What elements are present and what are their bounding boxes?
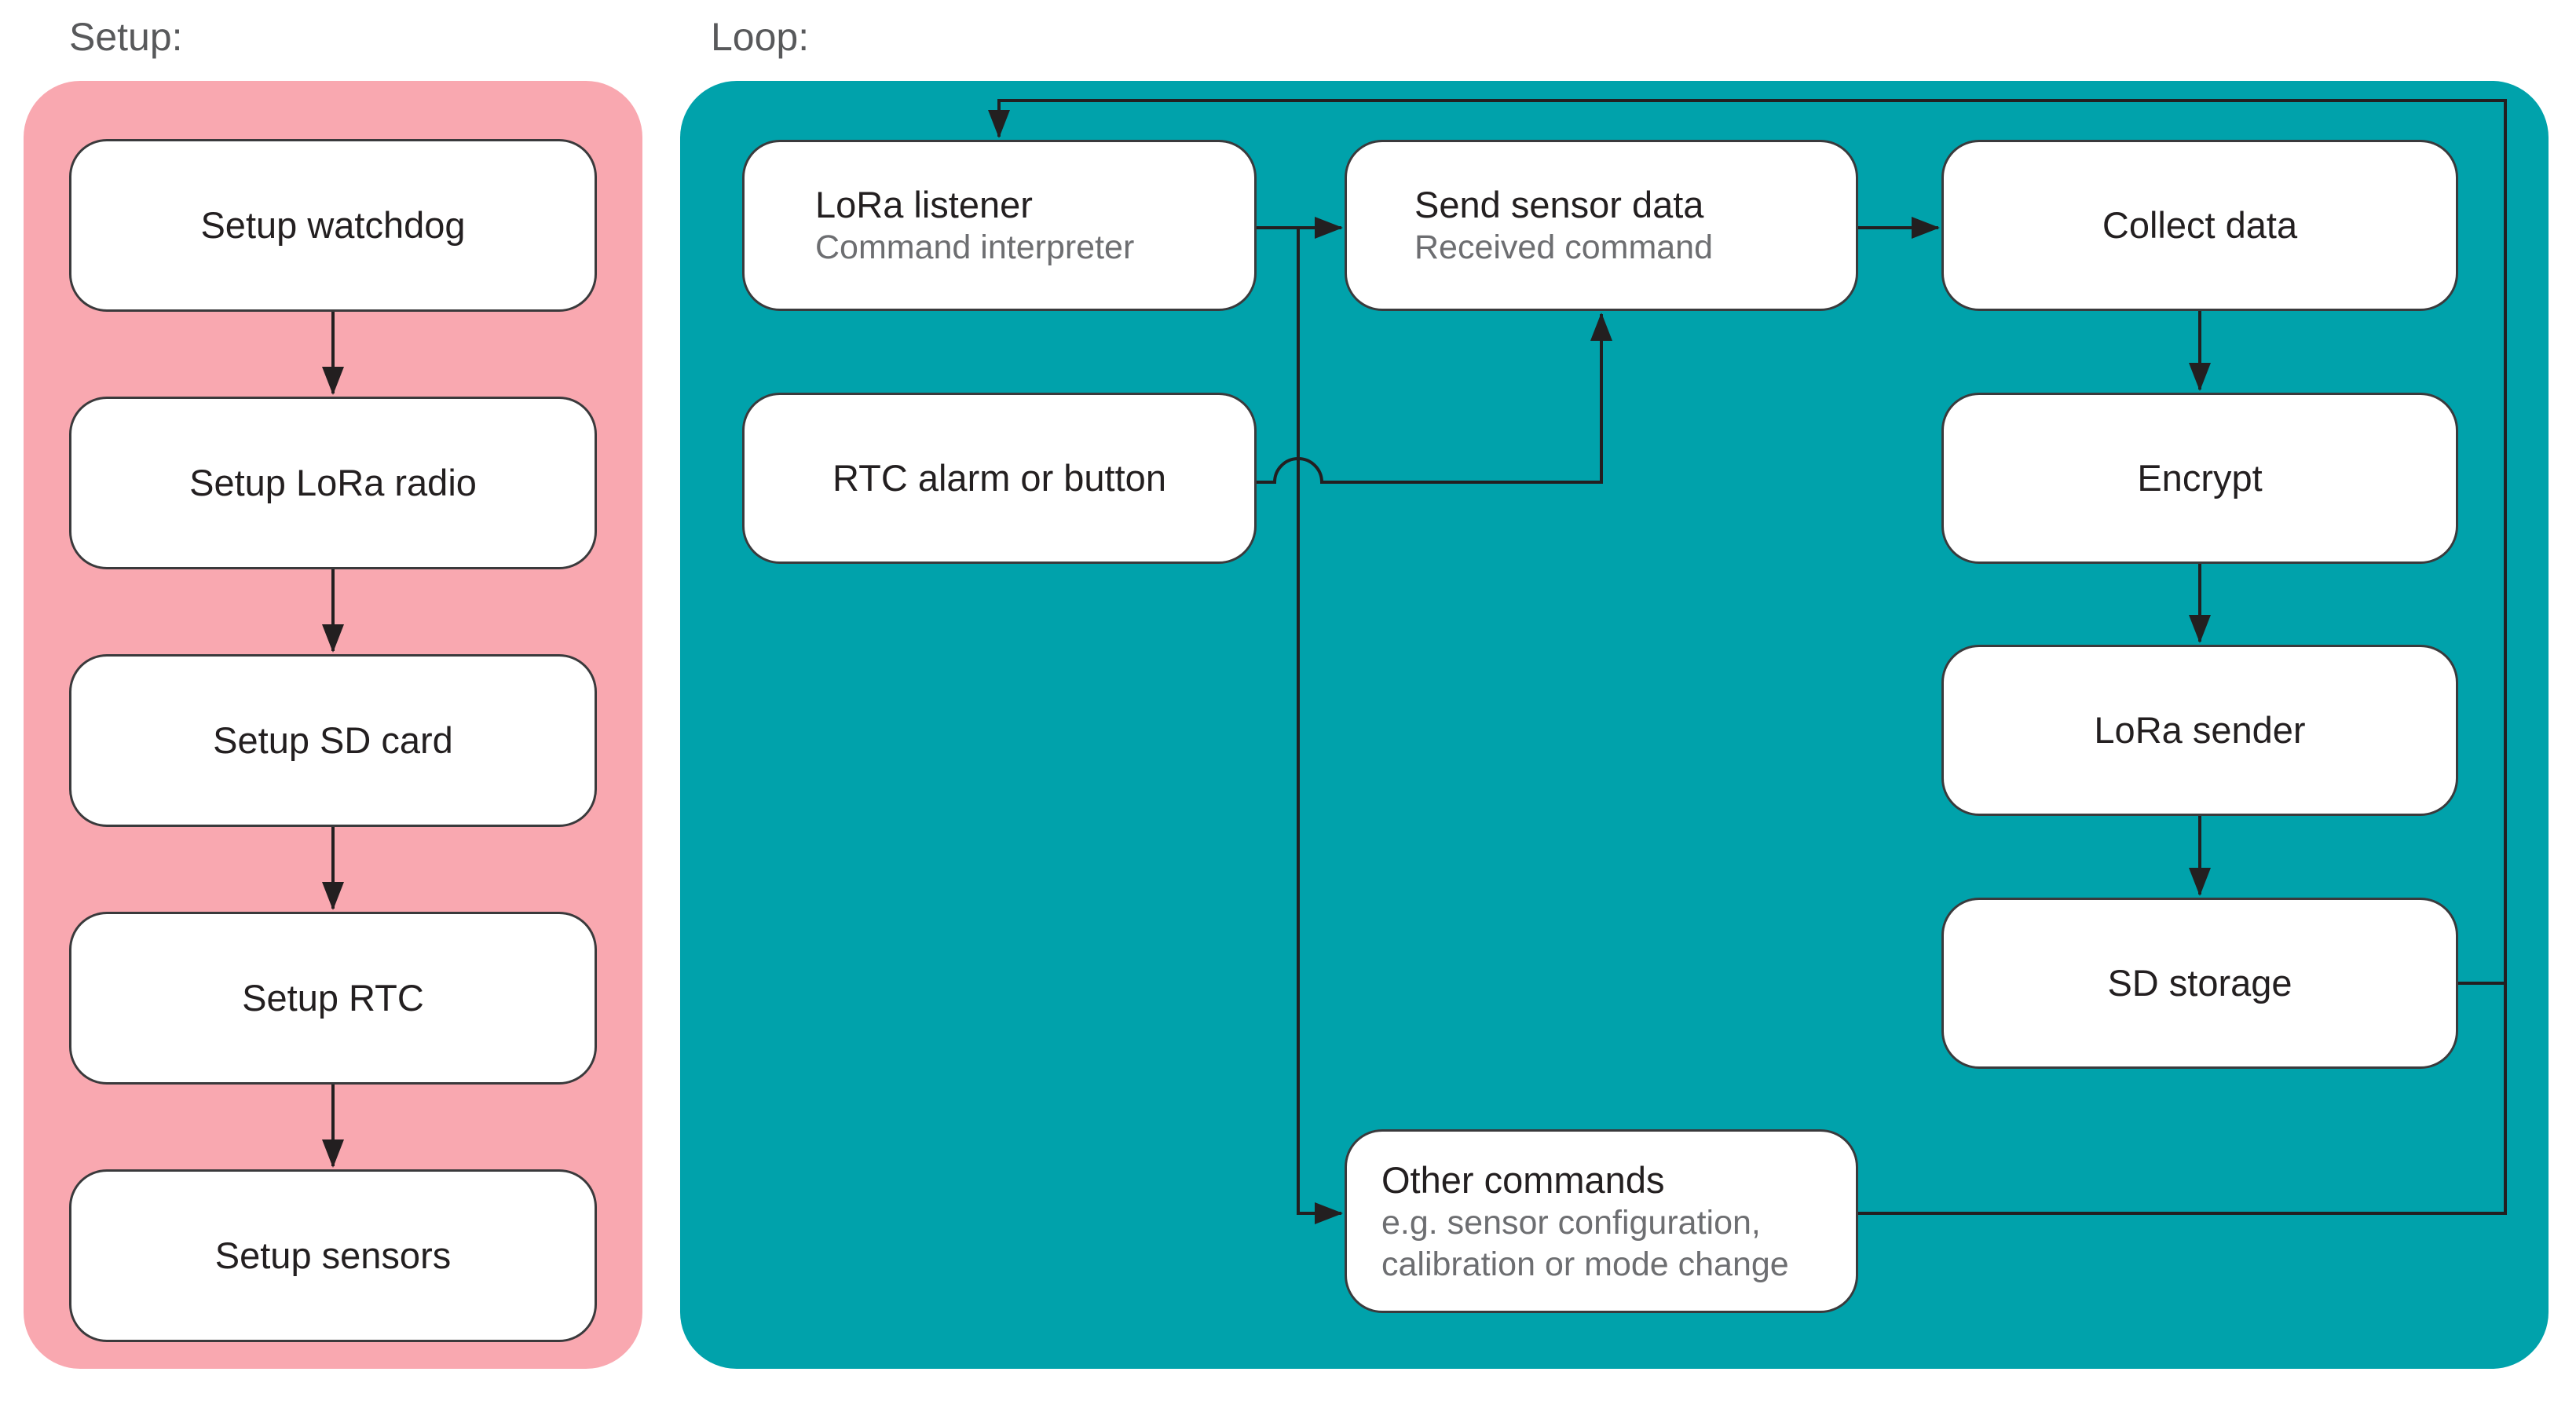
node-title: Collect data	[2102, 204, 2298, 247]
setup-section-label: Setup:	[69, 15, 183, 59]
node-setup-rtc: Setup RTC	[69, 912, 597, 1085]
node-title: Setup watchdog	[200, 204, 466, 247]
node-title: RTC alarm or button	[832, 457, 1166, 499]
node-send-sensor-data: Send sensor data Received command	[1345, 140, 1858, 311]
node-setup-watchdog: Setup watchdog	[69, 139, 597, 312]
node-rtc-alarm-or-button: RTC alarm or button	[742, 393, 1257, 564]
node-title: Setup RTC	[242, 977, 424, 1019]
node-title: Setup sensors	[214, 1235, 452, 1277]
node-title: LoRa sender	[2094, 709, 2306, 752]
node-subtitle: Received command	[1414, 229, 1714, 267]
node-title: Send sensor data	[1414, 184, 1704, 226]
node-title: Setup SD card	[213, 719, 453, 762]
node-setup-sd-card: Setup SD card	[69, 654, 597, 827]
node-title: SD storage	[2107, 962, 2292, 1004]
node-subtitle: e.g. sensor configuration, calibration o…	[1381, 1204, 1789, 1283]
node-lora-sender: LoRa sender	[1941, 645, 2458, 816]
node-encrypt: Encrypt	[1941, 393, 2458, 564]
node-setup-sensors: Setup sensors	[69, 1169, 597, 1342]
node-setup-lora-radio: Setup LoRa radio	[69, 397, 597, 569]
node-other-commands: Other commands e.g. sensor configuration…	[1345, 1129, 1858, 1313]
node-subtitle: Command interpreter	[815, 229, 1135, 267]
node-title: Other commands	[1381, 1158, 1665, 1201]
node-collect-data: Collect data	[1941, 140, 2458, 311]
node-title: LoRa listener	[815, 184, 1033, 226]
node-lora-listener: LoRa listener Command interpreter	[742, 140, 1257, 311]
node-title: Setup LoRa radio	[189, 462, 477, 504]
loop-section-label: Loop:	[711, 15, 810, 59]
node-sd-storage: SD storage	[1941, 898, 2458, 1069]
node-title: Encrypt	[2137, 457, 2263, 499]
